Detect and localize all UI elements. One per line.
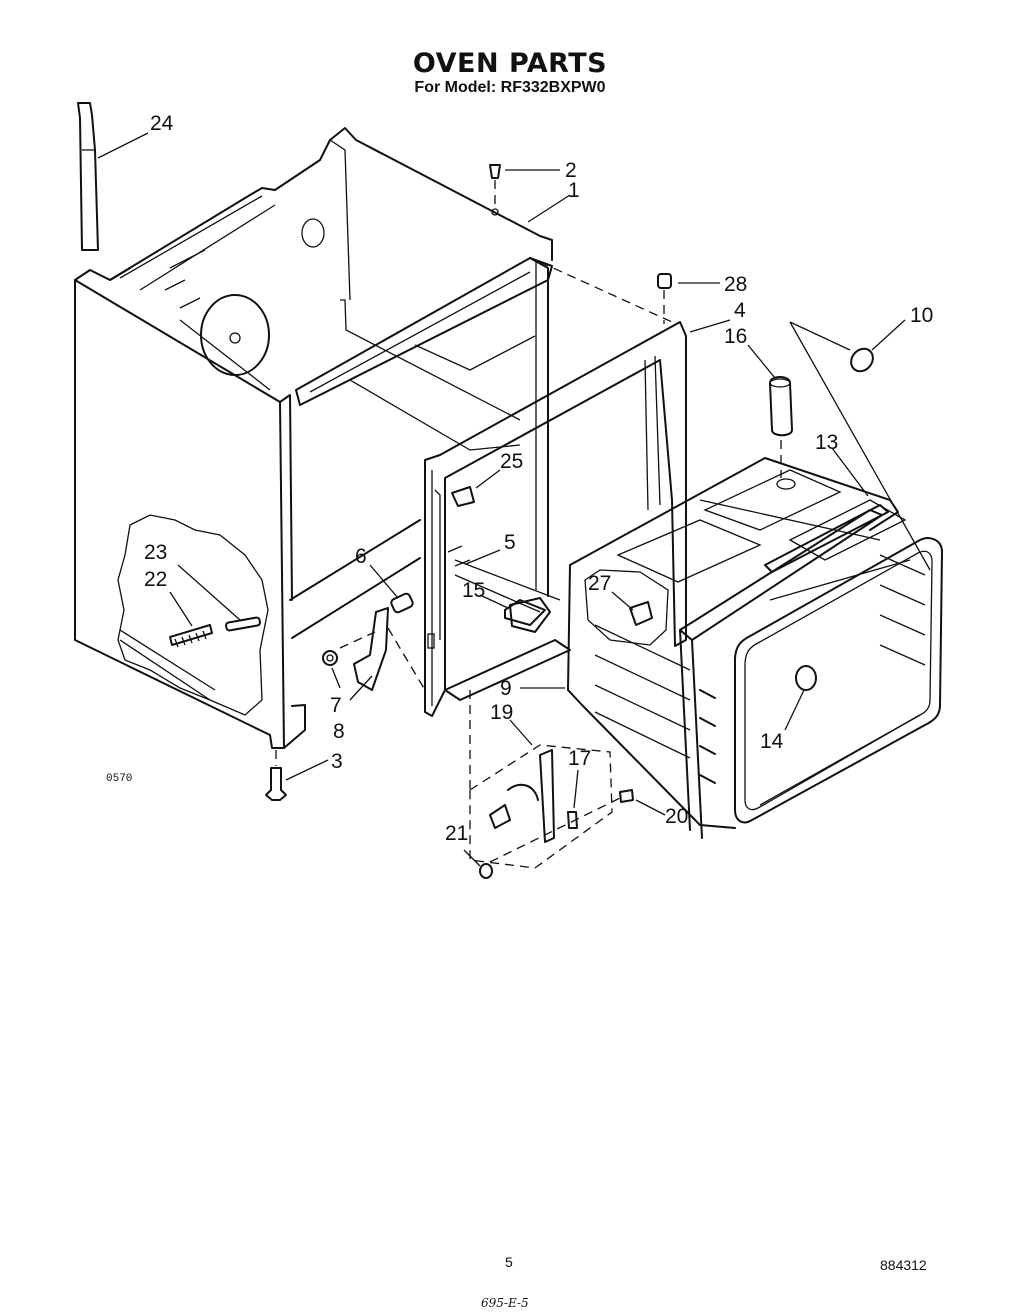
small-parts bbox=[77, 102, 931, 879]
callout-25: 25 bbox=[500, 450, 523, 473]
callout-16: 16 bbox=[724, 325, 747, 348]
callout-9: 9 bbox=[500, 677, 512, 700]
callout-27: 27 bbox=[588, 572, 611, 595]
page-number: 5 bbox=[505, 1254, 513, 1270]
callout-6: 6 bbox=[355, 545, 367, 568]
callout-21: 21 bbox=[445, 822, 468, 845]
front-frame-drawing bbox=[424, 321, 687, 717]
callout-13: 13 bbox=[815, 431, 838, 454]
figure-code: 0570 bbox=[106, 773, 132, 785]
cabinet-drawing bbox=[74, 127, 553, 749]
callout-5: 5 bbox=[504, 531, 516, 554]
callout-17: 17 bbox=[568, 747, 591, 770]
model-subtitle: For Model: RF332BXPW0 bbox=[414, 79, 606, 96]
callout-19: 19 bbox=[490, 701, 513, 724]
callout-7: 7 bbox=[330, 694, 342, 717]
callout-14: 14 bbox=[760, 730, 784, 753]
callout-20: 20 bbox=[665, 805, 688, 828]
oven-liner-drawing bbox=[567, 457, 943, 839]
callout-8: 8 bbox=[333, 720, 345, 743]
callout-2: 2 bbox=[565, 159, 577, 182]
callout-24: 24 bbox=[150, 112, 174, 135]
callout-23: 23 bbox=[144, 541, 167, 564]
callout-22: 22 bbox=[144, 568, 167, 591]
callout-1: 1 bbox=[568, 179, 580, 202]
leader-lines bbox=[97, 132, 906, 867]
callout-labels: 24 2 1 28 4 10 16 13 25 5 6 23 22 27 15 … bbox=[106, 112, 933, 845]
document-code: 884312 bbox=[880, 1257, 927, 1273]
callout-10: 10 bbox=[910, 304, 933, 327]
callout-28: 28 bbox=[724, 273, 747, 296]
handwritten-note: 695-E-5 bbox=[481, 1296, 529, 1310]
callout-4: 4 bbox=[734, 299, 746, 322]
callout-3: 3 bbox=[331, 750, 343, 773]
callout-15: 15 bbox=[462, 579, 485, 602]
page-title: OVEN PARTS bbox=[412, 48, 608, 79]
